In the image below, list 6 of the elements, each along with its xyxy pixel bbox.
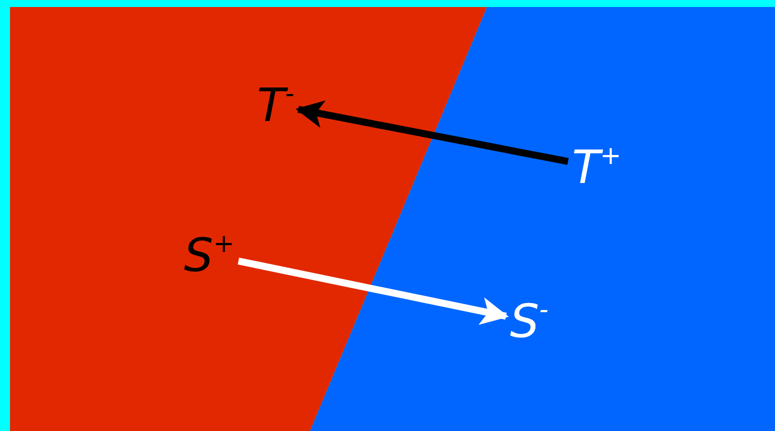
arrow [238, 258, 509, 325]
variable-label: S$^{+}$ [184, 228, 234, 282]
variable-label: T$^{-}$ [257, 78, 294, 132]
variable-label: S$^{-}$ [510, 294, 548, 348]
variable-label: T$^{+}$ [572, 140, 622, 194]
arrow [296, 100, 569, 165]
